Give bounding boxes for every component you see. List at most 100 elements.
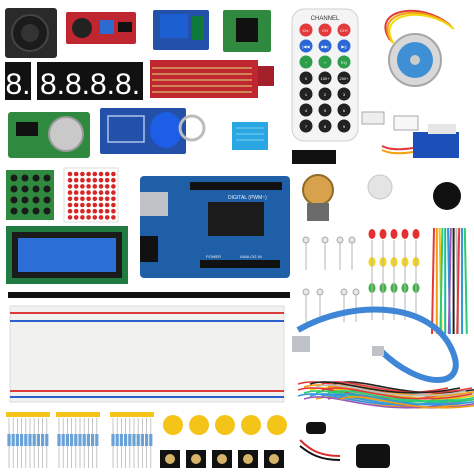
remote-button-label: CH+ (340, 28, 349, 33)
matrix-dot (73, 208, 79, 214)
remote-button-label: 2 (324, 92, 327, 97)
jumper-wire (463, 227, 468, 335)
jumper-wire (339, 396, 474, 409)
servo-motor (381, 124, 459, 158)
resistor-body (32, 434, 36, 446)
remote-button (299, 87, 313, 101)
remote-button-label: CH (322, 28, 328, 33)
relay-module (153, 10, 209, 50)
resistor-body (95, 434, 99, 446)
remote-button (337, 23, 351, 37)
small-component (352, 288, 360, 296)
small-component (336, 236, 344, 244)
matrix-dot (86, 208, 91, 214)
resistor-body (74, 434, 78, 446)
remote-button (299, 55, 313, 69)
matrix-dot (104, 171, 110, 177)
matrix-dot (98, 196, 104, 202)
stepper-motor (384, 9, 455, 87)
matrix-dot (73, 171, 79, 177)
resistor-body (24, 434, 28, 446)
yellow-cap (189, 415, 209, 435)
matrix-dot (111, 208, 116, 214)
matrix-dot (80, 202, 85, 208)
matrix-dot (111, 190, 116, 195)
remote-button-label: EQ (341, 60, 347, 65)
keypad-button (21, 185, 29, 193)
matrix-dot (104, 215, 110, 220)
yellow-button-caps (163, 415, 287, 435)
resistor-tape (56, 412, 100, 417)
rtc-module (8, 112, 90, 158)
remote-button-label: 4 (305, 108, 308, 113)
matrix-dot (67, 208, 73, 214)
keypad-button (10, 185, 18, 193)
misc-connectors (292, 111, 419, 164)
small-component (340, 288, 348, 296)
matrix-dot (98, 177, 104, 183)
matrix-dot (92, 171, 98, 177)
seven-segment-quad-text: 8.8.8.8. (40, 68, 140, 101)
remote-button-label: ▶▶| (321, 44, 328, 49)
matrix-dot (86, 196, 91, 202)
tactile-switch-top (217, 454, 227, 464)
matrix-dot (80, 171, 85, 177)
matrix-dot (92, 215, 98, 220)
matrix-dot (73, 215, 79, 220)
remote-button (337, 39, 351, 53)
remote-button (299, 71, 313, 85)
yellow-cap (267, 415, 287, 435)
stepper-driver-module (223, 10, 271, 52)
remote-button-label: 100+ (320, 76, 330, 81)
jumper-wire (431, 227, 435, 335)
remote-button-label: 200+ (339, 76, 349, 81)
tactile-switch-top (243, 454, 253, 464)
matrix-dot (98, 208, 104, 214)
seven-segment-quad: 8.8.8.8. (37, 62, 143, 101)
matrix-dot (92, 208, 98, 214)
resistor-body (124, 434, 128, 446)
matrix-dot (111, 184, 116, 189)
matrix-dot (67, 196, 73, 202)
remote-button-label: 1 (305, 92, 308, 97)
resistor-packs (6, 412, 154, 468)
resistor-body (82, 434, 86, 446)
red-led (379, 229, 387, 239)
matrix-dot (80, 190, 85, 195)
remote-channel-label: CHANNEL (311, 16, 340, 22)
jumper-wire (333, 393, 474, 406)
keypad-button (43, 185, 51, 193)
jumper-wire (315, 384, 467, 397)
matrix-dot (80, 196, 85, 202)
red-led (401, 229, 409, 239)
tactile-switch-top (269, 454, 279, 464)
matrix-dot (111, 171, 116, 177)
keypad-button (43, 196, 51, 204)
remote-button (337, 103, 351, 117)
jumper-wires-right (431, 227, 468, 335)
keypad-button (21, 207, 29, 215)
tactile-switch-top (165, 454, 175, 464)
remote-button (318, 23, 332, 37)
remote-button (318, 87, 332, 101)
jumper-wire (321, 387, 473, 400)
remote-button-label: 3 (343, 92, 346, 97)
resistor-tape (6, 412, 50, 417)
keypad-button (43, 207, 51, 215)
matrix-dot (80, 215, 85, 220)
matrix-dot (86, 190, 91, 195)
remote-button (337, 71, 351, 85)
lcd-module (6, 226, 128, 284)
resistor-body (78, 434, 82, 446)
resistor-tape (110, 412, 154, 417)
resistor-body (145, 434, 149, 446)
matrix-dot (67, 177, 73, 183)
remote-button-label: − (305, 60, 308, 65)
resistor-body (91, 434, 95, 446)
resistor-body (70, 434, 74, 446)
resistor-body (136, 434, 140, 446)
matrix-dot (67, 202, 73, 208)
resistor-body (86, 434, 90, 446)
matrix-dot (98, 202, 104, 208)
keypad-button (43, 174, 51, 182)
